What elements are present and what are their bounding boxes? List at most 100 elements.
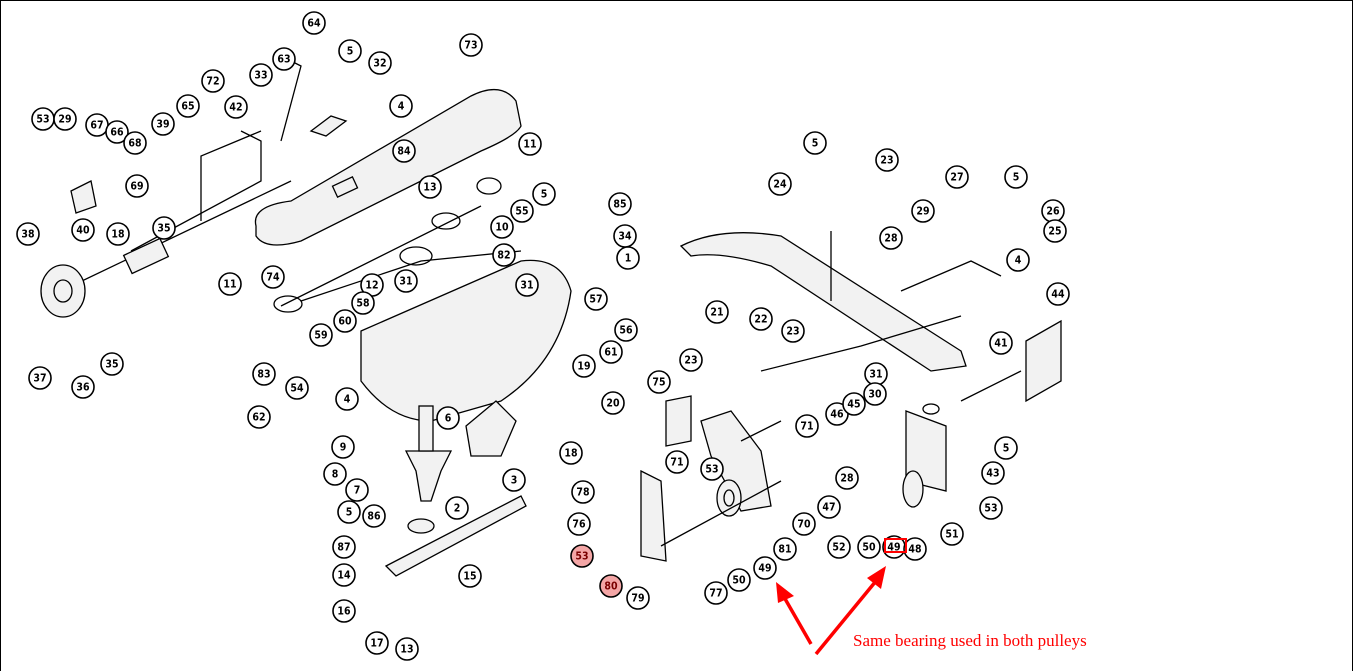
callout-54: 54 [285, 376, 309, 400]
callout-83: 83 [252, 362, 276, 386]
callout-number: 85 [613, 199, 626, 211]
callout-circle [151, 112, 175, 136]
highlight-box [884, 538, 907, 553]
callout-57: 57 [584, 287, 608, 311]
callout-21: 21 [705, 300, 729, 324]
callout-49: 49 [753, 556, 777, 580]
callout-14: 14 [332, 563, 356, 587]
callout-circle [989, 331, 1013, 355]
callout-circle [247, 405, 271, 429]
callout-circle [1006, 248, 1030, 272]
callout-39: 39 [151, 112, 175, 136]
callout-number: 12 [365, 280, 378, 292]
callout-number: 22 [754, 314, 767, 326]
callout-27: 27 [945, 165, 969, 189]
callout-circle [492, 243, 516, 267]
callout-circle [940, 522, 964, 546]
callout-number: 73 [464, 40, 477, 52]
callout-68: 68 [123, 131, 147, 155]
callout-72: 72 [201, 69, 225, 93]
callout-42: 42 [224, 95, 248, 119]
callout-circle [392, 139, 416, 163]
callout-number: 31 [399, 276, 412, 288]
callout-circle [599, 340, 623, 364]
callout-67: 67 [85, 113, 109, 137]
callout-number: 53 [705, 464, 718, 476]
callout-46: 46 [825, 402, 849, 426]
callout-64: 64 [302, 11, 326, 35]
callout-51: 51 [940, 522, 964, 546]
callout-circle [332, 535, 356, 559]
callout-number: 24 [773, 179, 787, 191]
callout-number: 52 [832, 542, 845, 554]
callout-number: 79 [631, 593, 644, 605]
callout-4: 4 [389, 94, 413, 118]
callout-73: 73 [459, 33, 483, 57]
callout-number: 37 [33, 373, 46, 385]
callout-circle [817, 495, 841, 519]
callout-number: 31 [869, 369, 882, 381]
callout-circle [365, 631, 389, 655]
callout-circle [571, 480, 595, 504]
callout-23: 23 [679, 348, 703, 372]
callout-circle [458, 564, 482, 588]
callout-circle [1004, 165, 1028, 189]
callout-circle [71, 218, 95, 242]
callout-circle [351, 291, 375, 315]
callout-52: 52 [827, 535, 851, 559]
callout-circle [704, 581, 728, 605]
callout-22: 22 [749, 307, 773, 331]
callout-number: 74 [266, 272, 280, 284]
callout-17: 17 [365, 631, 389, 655]
callout-number: 5 [812, 138, 819, 150]
callout-number: 51 [945, 529, 958, 541]
callout-circle [584, 287, 608, 311]
callout-circle [272, 47, 296, 71]
callout-circle [753, 556, 777, 580]
callout-76: 76 [567, 512, 591, 536]
callout-number: 49 [758, 563, 771, 575]
callout-78: 78 [571, 480, 595, 504]
callout-number: 65 [181, 101, 194, 113]
callout-number: 29 [916, 206, 929, 218]
callout-number: 56 [619, 325, 633, 337]
callout-number: 80 [604, 581, 618, 593]
callout-circle [332, 599, 356, 623]
callout-number: 32 [373, 58, 386, 70]
callout-5: 5 [338, 39, 362, 63]
callout-number: 10 [495, 222, 509, 234]
callout-81: 81 [773, 537, 797, 561]
callout-circle [333, 309, 357, 333]
callout-number: 25 [1048, 226, 1061, 238]
callout-circle [261, 265, 285, 289]
callout-number: 53 [36, 114, 49, 126]
callout-number: 33 [254, 70, 267, 82]
callout-circle [795, 414, 819, 438]
callout-24: 24 [768, 172, 792, 196]
callout-31: 31 [515, 273, 539, 297]
callout-number: 84 [397, 146, 411, 158]
callout-number: 5 [1013, 172, 1020, 184]
callout-number: 11 [223, 279, 236, 291]
callout-number: 9 [340, 442, 347, 454]
callout-29: 29 [911, 199, 935, 223]
callout-number: 69 [130, 181, 143, 193]
callout-7: 7 [345, 478, 369, 502]
callout-number: 86 [367, 511, 381, 523]
callout-number: 62 [252, 412, 265, 424]
belt-housing-cover [254, 89, 522, 246]
callout-82: 82 [492, 243, 516, 267]
callout-86: 86 [362, 504, 386, 528]
callout-18: 18 [559, 441, 583, 465]
callout-37: 37 [28, 366, 52, 390]
callout-number: 35 [157, 223, 170, 235]
callout-circle [345, 478, 369, 502]
callout-circle [827, 535, 851, 559]
callout-number: 13 [423, 182, 436, 194]
callout-number: 78 [576, 487, 589, 499]
callout-53: 53 [979, 496, 1003, 520]
callout-16: 16 [332, 599, 356, 623]
callout-56: 56 [614, 318, 638, 342]
